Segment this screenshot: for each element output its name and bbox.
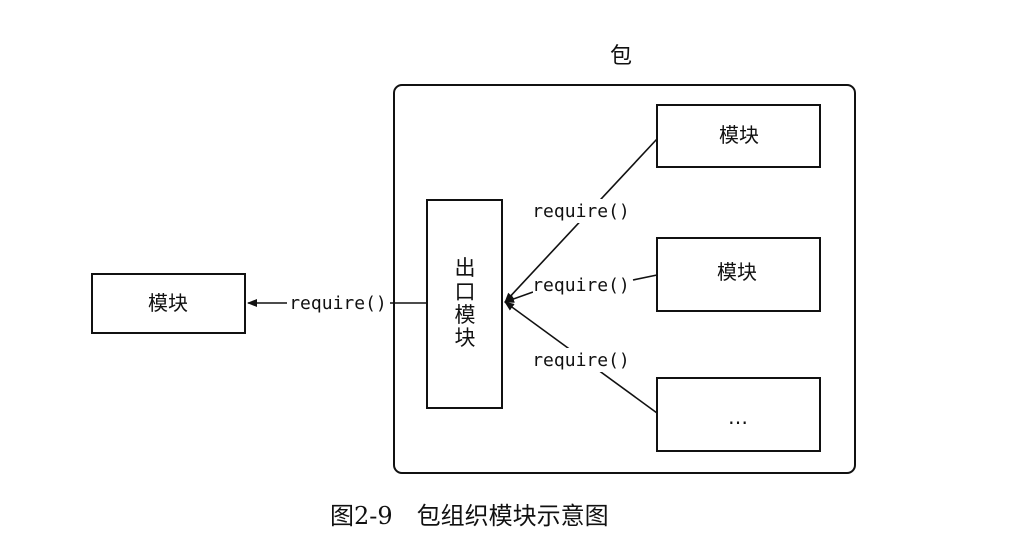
entry-module-char-3: 模 [455, 303, 476, 327]
outer-edge-label: require() [289, 293, 387, 314]
package-title: 包 [610, 44, 632, 69]
package-container [393, 84, 856, 474]
inner-module-3: … [656, 377, 821, 452]
inner-module-1-label: 模块 [719, 123, 759, 147]
figure-caption: 图2-9 包组织模块示意图 [330, 502, 609, 530]
inner-edge-label-3: require() [532, 350, 630, 371]
inner-module-3-label: … [728, 405, 748, 429]
inner-edge-2 [505, 274, 658, 302]
inner-module-1: 模块 [656, 104, 821, 168]
inner-module-2: 模块 [656, 237, 821, 312]
external-module-label: 模块 [148, 291, 188, 315]
inner-edge-label-1: require() [532, 201, 630, 222]
entry-module-char-2: 口 [455, 280, 476, 304]
inner-edge-label-2: require() [532, 275, 630, 296]
entry-module: 出 口 模 块 [426, 199, 503, 409]
entry-module-char-4: 块 [455, 326, 476, 350]
entry-module-char-1: 出 [455, 256, 476, 280]
inner-module-2-label: 模块 [717, 260, 757, 284]
external-module: 模块 [91, 273, 246, 334]
